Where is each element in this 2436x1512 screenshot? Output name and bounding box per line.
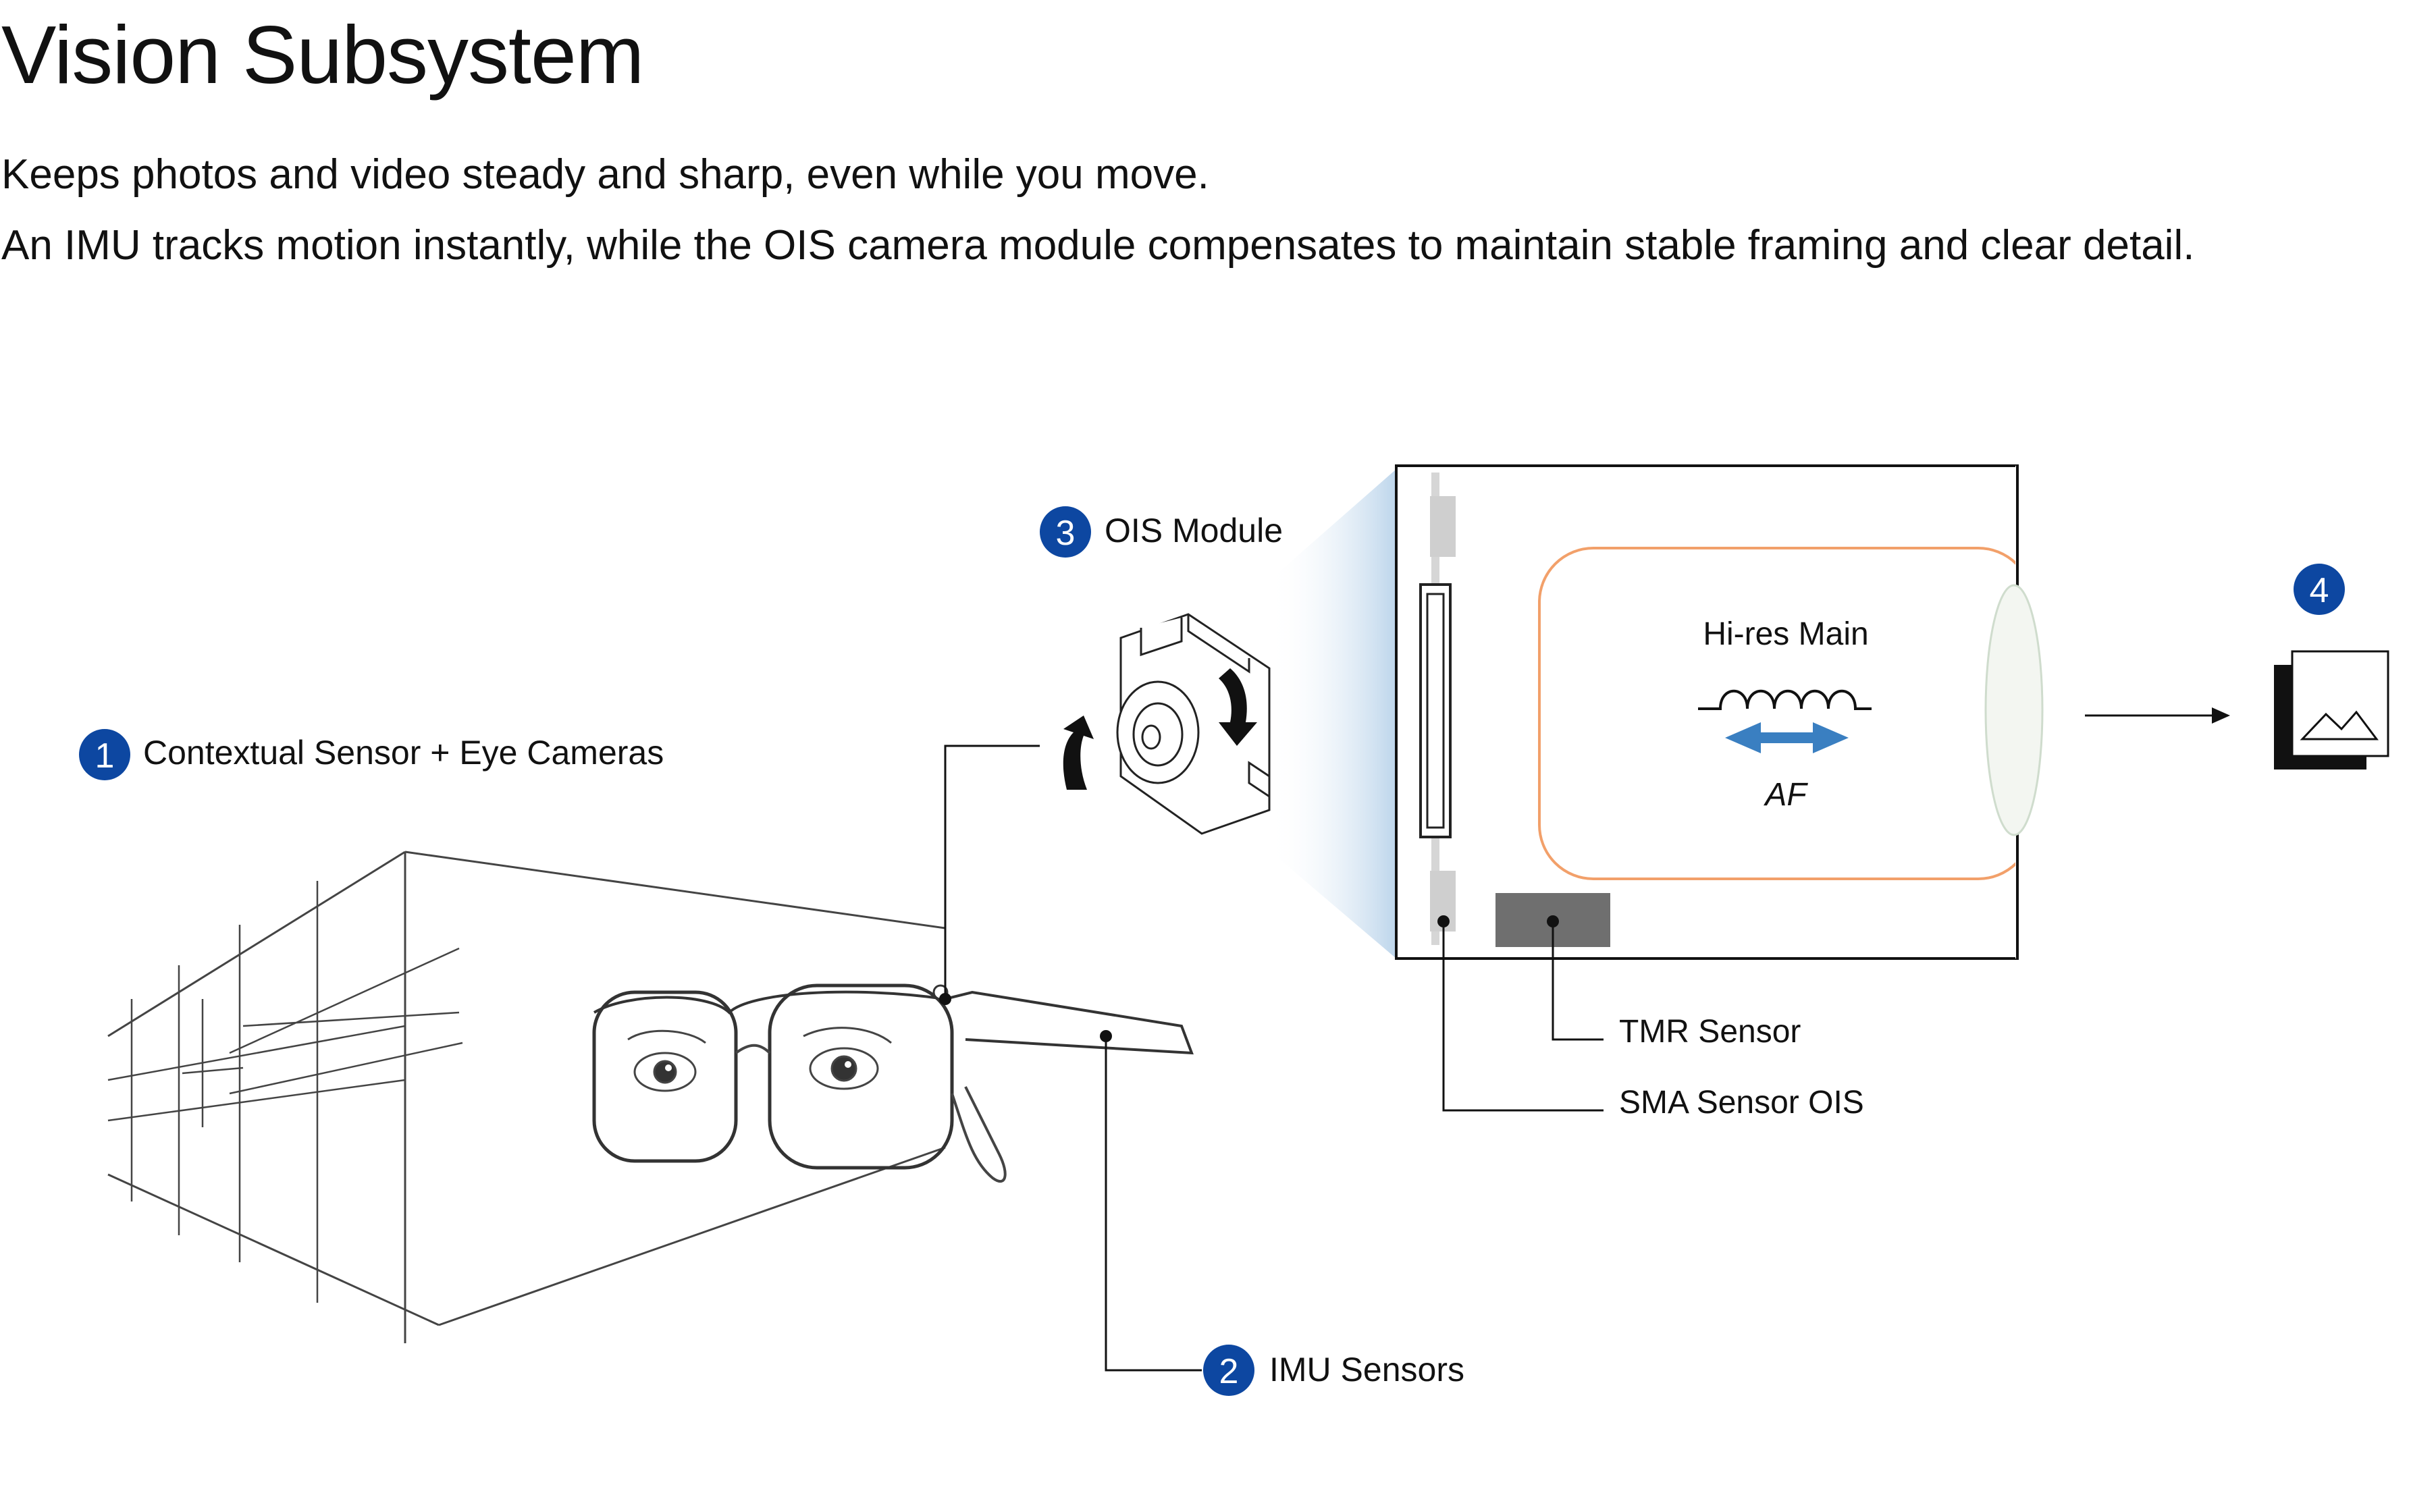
subtitle-line-1: Keeps photos and video steady and sharp,… xyxy=(1,151,1209,198)
camera-leader-line xyxy=(944,745,1040,999)
callout-2-number: 2 xyxy=(1219,1352,1239,1391)
lens-label: Hi-res Main xyxy=(1703,616,1868,652)
callout-4: 4 xyxy=(2294,564,2345,615)
imu-leader-line xyxy=(1105,1036,1202,1372)
glasses-illustration xyxy=(107,850,1194,1343)
rotate-arrow-icon xyxy=(1063,668,1257,790)
tmr-label: TMR Sensor xyxy=(1619,1014,1801,1050)
callout-2: 2 IMU Sensors xyxy=(1100,1030,1464,1396)
lens-assembly xyxy=(1538,547,2034,880)
lens-element xyxy=(1984,584,2044,836)
callout-3-number: 3 xyxy=(1056,514,1076,553)
callout-3-label: OIS Module xyxy=(1105,512,1283,549)
callout-3: 3 OIS Module xyxy=(1040,506,1283,558)
tmr-leader-line xyxy=(1552,921,1604,1041)
callout-1-label: Contextual Sensor + Eye Cameras xyxy=(143,734,664,772)
callout-1-number: 1 xyxy=(95,736,115,776)
ois-module-detail: Hi-res Main AF xyxy=(1395,464,2044,960)
callout-1-badge xyxy=(79,729,130,780)
zoom-beam xyxy=(1269,469,1396,959)
callout-2-label: IMU Sensors xyxy=(1269,1351,1464,1388)
af-coil-icon xyxy=(1698,689,1872,710)
subtitle-line-2: An IMU tracks motion instantly, while th… xyxy=(1,222,2195,269)
sma-label: SMA Sensor OIS xyxy=(1619,1085,1864,1120)
callout-1: 1 Contextual Sensor + Eye Cameras xyxy=(79,729,664,780)
af-label: AF xyxy=(1763,777,1808,813)
image-output-icon xyxy=(2274,650,2389,770)
image-sensor xyxy=(1419,583,1452,838)
camera-module-icon xyxy=(1116,613,1271,835)
page-title: Vision Subsystem xyxy=(1,9,644,101)
af-arrow-icon xyxy=(1725,722,1849,753)
callout-4-number: 4 xyxy=(2310,571,2329,610)
callout-3-badge xyxy=(1040,506,1091,558)
callout-2-badge xyxy=(1203,1345,1254,1396)
callout-4-badge xyxy=(2294,564,2345,615)
sma-leader-line xyxy=(1442,921,1604,1112)
